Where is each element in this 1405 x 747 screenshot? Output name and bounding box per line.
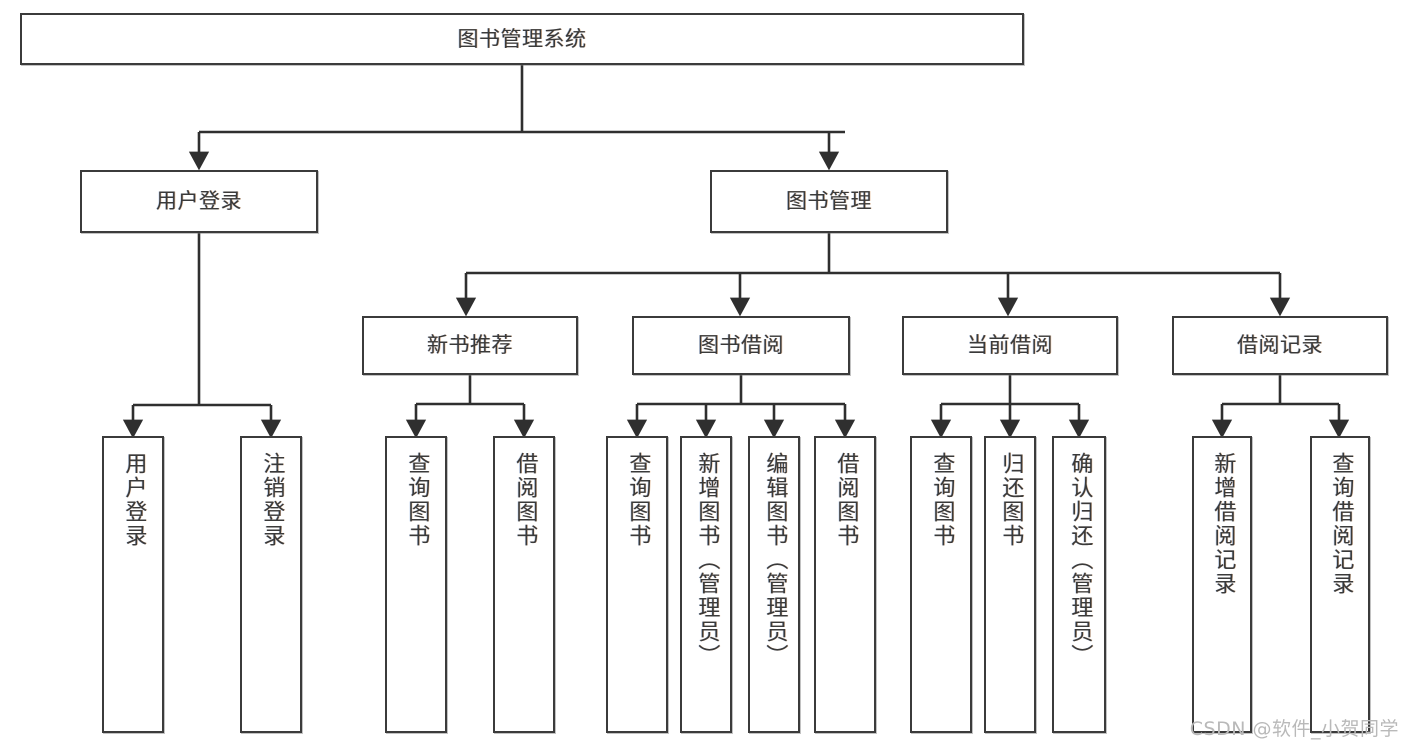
leaf-borrow-0[interactable]: 查询图书 (606, 436, 668, 733)
leaf-new-book-1[interactable]: 借阅图书 (493, 436, 555, 733)
leaf-label: 查询图书 (625, 452, 651, 548)
leaf-label: 新增图书（管理员） (694, 452, 720, 668)
node-borrow-records-label: 借阅记录 (1237, 333, 1323, 358)
leaf-current-2[interactable]: 确认归还（管理员） (1052, 436, 1106, 733)
node-borrow-label: 图书借阅 (698, 333, 784, 358)
leaf-user-login-0[interactable]: 用户登录 (102, 436, 164, 733)
node-current-borrow-label: 当前借阅 (967, 333, 1053, 358)
node-borrow[interactable]: 图书借阅 (632, 316, 850, 375)
leaf-current-1[interactable]: 归还图书 (984, 436, 1036, 733)
leaf-label: 用户登录 (121, 452, 147, 548)
node-user-login[interactable]: 用户登录 (80, 170, 318, 233)
csdn-watermark: CSDN @软件_小贺同学 (1189, 718, 1399, 740)
leaf-borrow-2[interactable]: 编辑图书（管理员） (748, 436, 800, 733)
leaf-records-0[interactable]: 新增借阅记录 (1192, 436, 1252, 733)
leaf-label: 确认归还（管理员） (1067, 452, 1093, 668)
leaf-current-0[interactable]: 查询图书 (910, 436, 972, 733)
leaf-borrow-1[interactable]: 新增图书（管理员） (680, 436, 732, 733)
leaf-label: 查询图书 (929, 452, 955, 548)
leaf-user-login-1[interactable]: 注销登录 (240, 436, 302, 733)
node-current-borrow[interactable]: 当前借阅 (902, 316, 1118, 375)
node-new-book-label: 新书推荐 (427, 333, 513, 358)
leaf-label: 借阅图书 (512, 452, 538, 548)
leaf-borrow-3[interactable]: 借阅图书 (814, 436, 876, 733)
leaf-label: 查询借阅记录 (1328, 452, 1354, 596)
leaf-label: 借阅图书 (833, 452, 859, 548)
node-book-manage[interactable]: 图书管理 (710, 170, 948, 233)
leaf-label: 查询图书 (404, 452, 430, 548)
node-new-book[interactable]: 新书推荐 (362, 316, 578, 375)
leaf-records-1[interactable]: 查询借阅记录 (1310, 436, 1370, 733)
node-root[interactable]: 图书管理系统 (20, 13, 1024, 65)
leaf-label: 注销登录 (259, 452, 285, 548)
node-book-manage-label: 图书管理 (786, 189, 872, 214)
leaf-label: 归还图书 (998, 452, 1024, 548)
leaf-label: 编辑图书（管理员） (762, 452, 788, 668)
node-borrow-records[interactable]: 借阅记录 (1172, 316, 1388, 375)
node-user-login-label: 用户登录 (156, 189, 242, 214)
node-root-label: 图书管理系统 (457, 26, 587, 51)
leaf-label: 新增借阅记录 (1210, 452, 1236, 596)
leaf-new-book-0[interactable]: 查询图书 (385, 436, 447, 733)
